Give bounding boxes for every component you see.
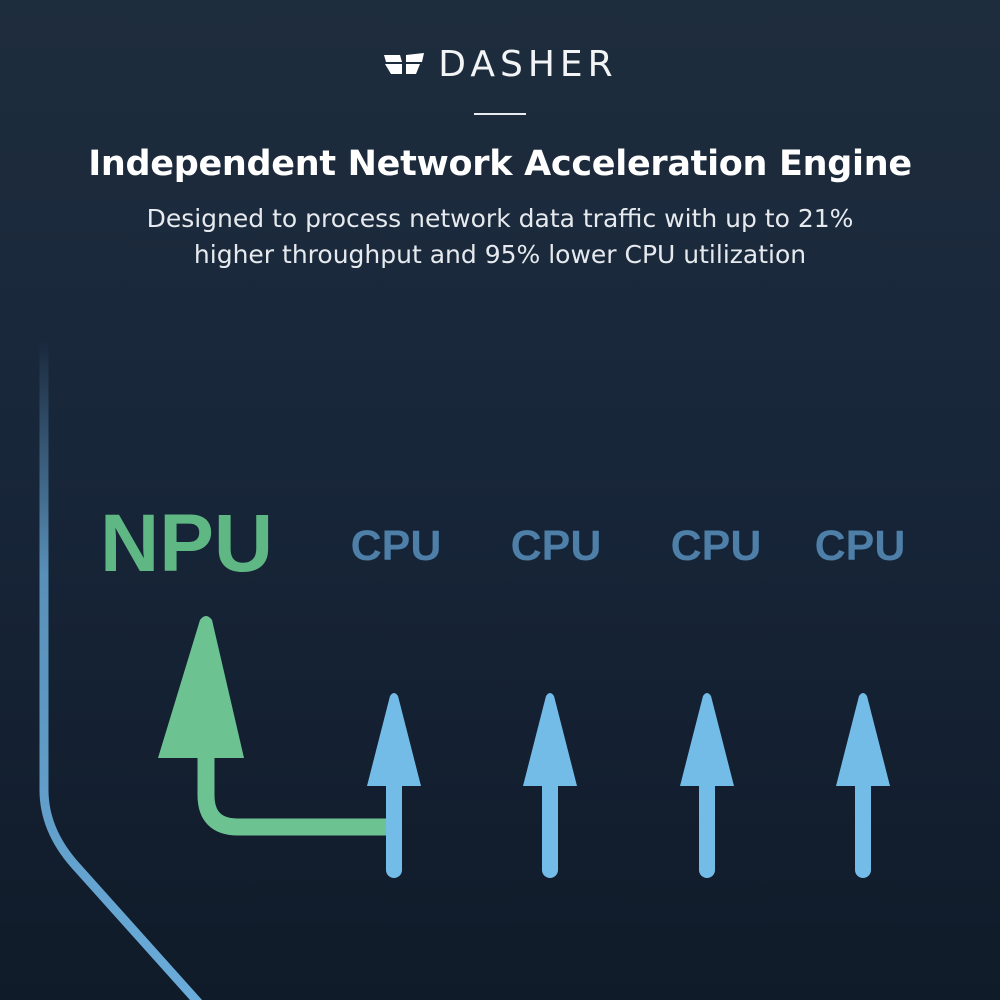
cpu-label-1: CPU — [351, 522, 442, 570]
title-divider — [474, 113, 526, 115]
brand-header: DASHER — [0, 44, 1000, 85]
npu-offload-arrow — [158, 616, 394, 836]
left-lane-boundary — [39, 335, 203, 1000]
cpu-arrow-4 — [836, 693, 890, 878]
subheadline-line-1: Designed to process network data traffic… — [146, 204, 854, 233]
cpu-arrow-2 — [523, 693, 577, 878]
cpu-arrow-3 — [680, 693, 734, 878]
cpu-label-4: CPU — [815, 522, 906, 570]
npu-label: NPU — [100, 498, 273, 589]
brand-name: DASHER — [438, 44, 618, 85]
headline: Independent Network Acceleration Engine — [88, 144, 912, 184]
cpu-label-2: CPU — [511, 522, 602, 570]
dasher-logo-icon — [384, 52, 425, 74]
cpu-arrow-1 — [367, 693, 421, 878]
subheadline-line-2: higher throughput and 95% lower CPU util… — [193, 240, 807, 269]
cpu-label-3: CPU — [671, 522, 762, 570]
